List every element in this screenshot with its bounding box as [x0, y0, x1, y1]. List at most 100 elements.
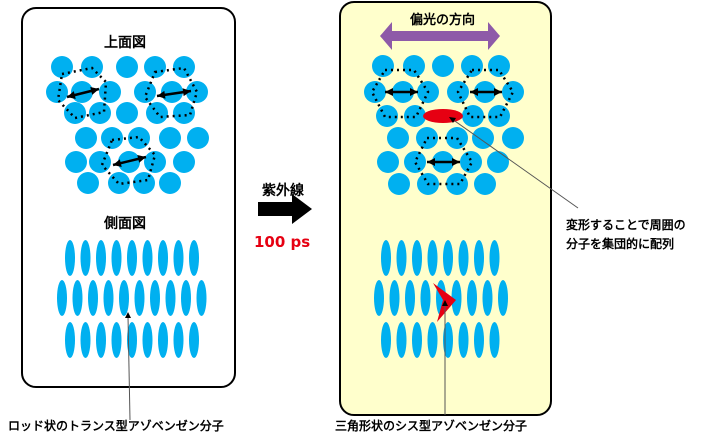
molecule-top-view — [51, 56, 73, 78]
molecule-top-view — [46, 81, 68, 103]
molecule-top-view — [404, 151, 426, 173]
molecule-side-view — [474, 240, 484, 276]
molecule-top-view — [364, 81, 386, 103]
molecule-side-view — [88, 280, 98, 316]
molecule-top-view — [144, 151, 166, 173]
molecule-side-view — [396, 322, 407, 358]
deform-pointer-head — [449, 117, 456, 123]
molecule-top-view — [134, 81, 156, 103]
cis-pointer-head — [442, 300, 448, 306]
molecule-top-view — [432, 55, 454, 77]
molecule-side-view — [467, 280, 477, 316]
side-view-title: 側面図 — [104, 216, 146, 232]
molecule-top-view — [461, 55, 483, 77]
molecule-side-view — [57, 280, 67, 316]
molecule-top-view — [377, 151, 399, 173]
cis-molecule-top-view — [423, 109, 463, 123]
molecule-top-view — [173, 151, 195, 173]
annotation-line1: 変形することで周囲の — [566, 218, 686, 232]
molecule-top-view — [488, 55, 510, 77]
molecule-top-view — [403, 55, 425, 77]
molecule-side-view — [374, 280, 384, 316]
molecule-top-view — [116, 102, 138, 124]
domain-outline — [56, 66, 108, 120]
polarization-double-arrow — [380, 22, 500, 50]
uv-arrow — [258, 194, 312, 224]
arrow-head — [137, 154, 146, 163]
molecule-top-view — [387, 127, 409, 149]
molecule-side-view — [427, 240, 438, 276]
deform-pointer-line — [451, 118, 579, 209]
molecule-side-view — [412, 322, 422, 358]
molecule-side-view — [498, 280, 508, 316]
molecule-side-view — [127, 240, 137, 276]
molecule-side-view — [80, 240, 91, 276]
molecule-top-view — [472, 127, 494, 149]
trans-pointer-line — [127, 315, 131, 421]
molecule-top-view — [404, 105, 426, 127]
molecule-top-view — [460, 151, 482, 173]
molecule-top-view — [487, 151, 509, 173]
molecule-side-view — [196, 280, 207, 316]
arrow-head — [494, 88, 502, 96]
molecule-top-view — [116, 56, 138, 78]
molecule-side-view — [111, 322, 122, 358]
molecule-side-view — [458, 240, 469, 276]
molecule-top-view — [376, 105, 398, 127]
trans-pointer-head — [125, 312, 131, 318]
molecule-top-view — [161, 81, 183, 103]
molecule-side-view — [396, 240, 407, 276]
molecule-side-view — [72, 280, 83, 316]
molecule-top-view — [133, 172, 155, 194]
molecule-top-view — [372, 55, 394, 77]
molecule-side-view — [119, 280, 129, 316]
molecule-side-view — [381, 322, 391, 358]
molecule-side-view — [142, 322, 153, 358]
time-label: 100 ps — [254, 233, 311, 251]
arrow-head — [90, 87, 99, 95]
molecule-side-view — [103, 280, 114, 316]
cis-caption: 三角形状のシス型アゾベンゼン分子 — [335, 419, 528, 433]
molecule-side-view — [189, 240, 199, 276]
molecule-side-view — [482, 280, 493, 316]
uv-label: 紫外線 — [262, 183, 304, 199]
molecule-side-view — [405, 280, 415, 316]
molecule-side-view — [451, 280, 462, 316]
molecule-side-view — [427, 322, 438, 358]
molecule-side-view — [111, 240, 122, 276]
molecule-top-view — [77, 172, 99, 194]
molecule-side-view — [381, 240, 391, 276]
molecule-side-view — [142, 240, 153, 276]
molecule-side-view — [158, 240, 168, 276]
molecule-side-view — [474, 322, 484, 358]
molecule-top-view — [502, 127, 524, 149]
molecule-side-view — [65, 240, 75, 276]
molecule-side-view — [181, 280, 191, 316]
molecule-top-view — [89, 151, 111, 173]
molecule-side-view — [420, 280, 431, 316]
polarization-label: 偏光の方向 — [410, 13, 476, 28]
molecule-top-view — [144, 56, 166, 78]
arrow-head — [157, 90, 166, 99]
molecule-top-view — [502, 81, 524, 103]
arrow-head — [67, 91, 76, 99]
molecule-top-view — [446, 173, 468, 195]
molecule-side-view — [65, 322, 75, 358]
molecule-top-view — [101, 127, 123, 149]
molecule-top-view — [75, 127, 97, 149]
molecule-top-view — [173, 56, 195, 78]
molecule-side-view — [443, 240, 453, 276]
arrow-head — [452, 158, 460, 166]
molecule-side-view — [127, 322, 137, 358]
molecule-side-view — [489, 240, 500, 276]
molecule-side-view — [96, 322, 106, 358]
arrow-head — [470, 88, 478, 96]
domain-outline — [456, 68, 515, 119]
molecule-side-view — [458, 322, 469, 358]
arrow-head — [427, 158, 435, 166]
top-view-title: 上面図 — [104, 35, 146, 51]
arrow-head — [182, 88, 191, 97]
molecule-top-view — [488, 105, 510, 127]
annotation-line2: 分子を集団的に配列 — [566, 237, 675, 251]
